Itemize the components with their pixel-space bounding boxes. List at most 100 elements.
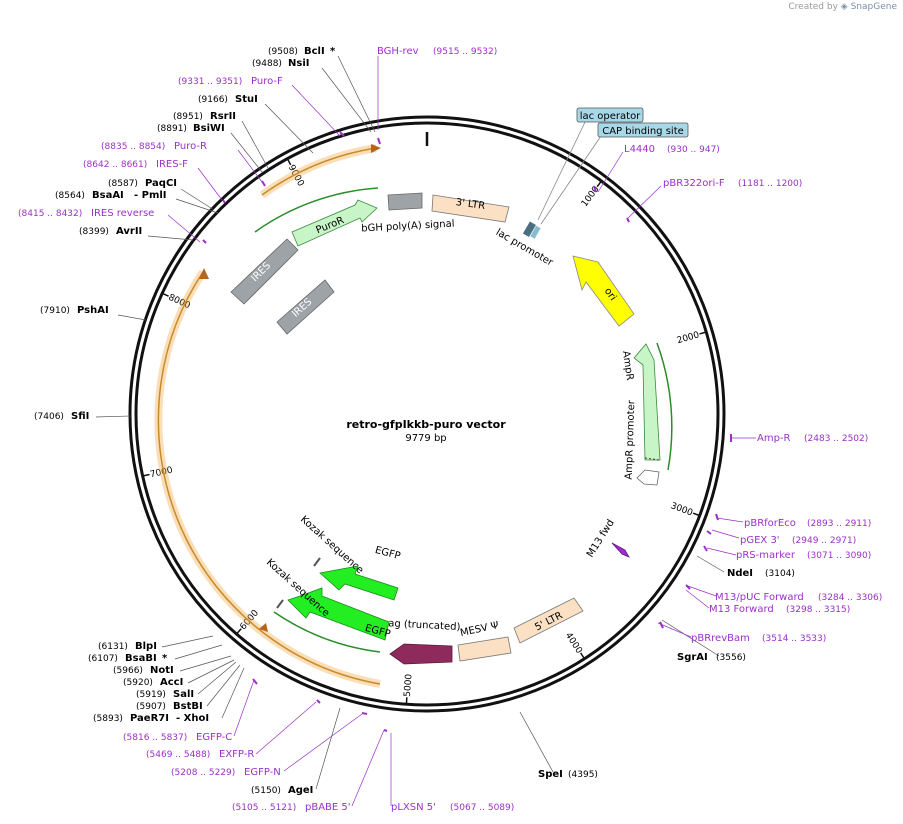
enzyme-bcli[interactable]: BclI	[304, 46, 325, 57]
primer-amp-r[interactable]: Amp-R	[757, 433, 791, 444]
enzyme-pmli[interactable]: - PmlI	[134, 190, 167, 201]
primer-prs-marker[interactable]: pRS-marker	[736, 550, 796, 561]
enzyme-sgrai-pos: (3556)	[716, 653, 746, 663]
feature-ires-inner[interactable]	[276, 279, 335, 335]
feature-3ltr[interactable]	[431, 194, 510, 223]
leader-lines	[95, 55, 725, 790]
enzyme-bstbi[interactable]: BstBI	[173, 701, 203, 712]
kozak-mark-outer	[276, 599, 284, 609]
feature-ires-outer[interactable]	[230, 238, 299, 305]
snapgene-logo-icon: ◈	[840, 2, 848, 12]
primer-l4440[interactable]: L4440	[624, 144, 655, 155]
feature-gag[interactable]	[389, 643, 453, 665]
enzyme-avrii-pos: (8399)	[79, 227, 109, 237]
tick-mark	[286, 158, 292, 166]
primer-bgh-rev[interactable]: BGH-rev	[377, 46, 419, 57]
primer-m13puc[interactable]: M13/pUC Forward	[715, 592, 804, 603]
enzyme-xhoi[interactable]: - XhoI	[176, 713, 209, 724]
label-ampr-promoter: AmpR promoter	[624, 399, 638, 480]
primer-m13forward[interactable]: M13 Forward	[709, 604, 774, 615]
label-bgh: bGH poly(A) signal	[361, 219, 455, 235]
enzyme-paqci-pos: (8587)	[108, 179, 138, 189]
cap-site-box[interactable]	[597, 122, 689, 138]
enzyme-bsiwi[interactable]: BsiWI	[193, 123, 225, 134]
tick-label: 4000	[563, 631, 584, 656]
label-ampr: AmpR	[620, 350, 635, 381]
kozak-mark-inner	[313, 557, 321, 567]
primer-plxsn5[interactable]: pLXSN 5'	[391, 802, 436, 813]
primer-puro-r[interactable]: Puro-R	[174, 141, 207, 152]
enzyme-sgrai[interactable]: SgrAI	[677, 652, 708, 663]
tick-mark	[142, 473, 150, 477]
primer-ires-f[interactable]: IRES-F	[156, 159, 188, 170]
enzyme-blpi[interactable]: BlpI	[135, 641, 157, 652]
feature-mesv[interactable]	[457, 636, 512, 662]
feature-ori[interactable]	[572, 255, 635, 327]
primer-m13puc-range: (3284 .. 3306)	[818, 593, 882, 603]
feature-ampr[interactable]	[633, 343, 661, 461]
tick-mark	[579, 652, 586, 660]
primer-exfp-r-range: (5469 .. 5488)	[146, 750, 210, 760]
tick-mark	[699, 331, 707, 335]
feature-egfp-outer[interactable]	[287, 587, 390, 641]
enzyme-bsaai[interactable]: BsaAI	[92, 190, 124, 201]
primer-ires-rev-range: (8415 .. 8432)	[18, 209, 82, 219]
primer-pbrrevbam[interactable]: pBRrevBam	[691, 633, 750, 644]
enzyme-bsabi-pos: (6107)	[88, 654, 118, 664]
feature-ampr-promoter[interactable]	[636, 469, 660, 486]
primer-puro-f-range: (9331 .. 9351)	[178, 77, 242, 87]
primer-puro-f[interactable]: Puro-F	[251, 76, 283, 87]
feature-m13fwd[interactable]	[611, 542, 630, 558]
primer-l4440-range: (930 .. 947)	[667, 145, 720, 155]
enzyme-bsabi[interactable]: BsaBI	[125, 653, 157, 664]
lac-operator-box[interactable]	[576, 107, 644, 123]
enzyme-noti[interactable]: NotI	[150, 665, 174, 676]
enzyme-stui[interactable]: StuI	[235, 94, 258, 105]
primer-pbr322ori-f[interactable]: pBR322ori-F	[663, 178, 725, 189]
enzyme-paer7i[interactable]: PaeR7I	[130, 713, 169, 724]
label-cap-site: CAP binding site	[602, 126, 684, 137]
tick-label: 1000	[580, 184, 602, 209]
enzyme-acci[interactable]: AccI	[160, 677, 183, 688]
primer-ires-rev[interactable]: IRES reverse	[91, 208, 154, 219]
enzyme-rsrii[interactable]: RsrII	[210, 111, 236, 122]
enzyme-labels: (9508) BclI * (9488) NsiI (9166) StuI (8…	[34, 46, 795, 796]
feature-egfp-inner[interactable]	[319, 565, 399, 601]
feature-puror[interactable]	[291, 199, 378, 247]
tick-label: 5000	[403, 673, 415, 697]
primer-bgh-rev-range: (9515 .. 9532)	[433, 47, 497, 57]
map-length: 9779 bp	[405, 433, 446, 444]
primer-pgex3[interactable]: pGEX 3'	[740, 535, 780, 546]
enzyme-sfii[interactable]: SfiI	[71, 411, 89, 422]
enzyme-nsii[interactable]: NsiI	[288, 58, 309, 69]
credit-prefix: Created by	[788, 2, 838, 12]
primer-pbrforeco[interactable]: pBRforEco	[744, 518, 796, 529]
primer-egfp-n[interactable]: EGFP-N	[244, 767, 281, 778]
features: 3' LTR bGH poly(A) signal PuroR IRES IRE…	[230, 192, 661, 665]
feature-bgh[interactable]	[387, 192, 423, 211]
primer-m13forward-range: (3298 .. 3315)	[786, 605, 850, 615]
enzyme-avrii[interactable]: AvrII	[116, 226, 142, 237]
enzyme-spei[interactable]: SpeI	[538, 769, 563, 780]
enzyme-ndei[interactable]: NdeI	[727, 568, 753, 579]
enzyme-bsabi-star: *	[162, 653, 168, 664]
label-kozak-inner: Kozak sequence	[298, 514, 365, 576]
enzyme-paer7i-pos: (5893)	[93, 714, 123, 724]
feature-lac-operator[interactable]	[530, 225, 541, 239]
primer-pbabe5[interactable]: pBABE 5'	[305, 802, 351, 813]
primer-pgex3-range: (2949 .. 2971)	[792, 536, 856, 546]
enzyme-sali[interactable]: SalI	[173, 689, 194, 700]
primer-pbrrevbam-range: (3514 .. 3533)	[762, 634, 826, 644]
tick-mark	[596, 180, 602, 188]
label-lac-operator: lac operator	[580, 111, 641, 122]
primer-exfp-r[interactable]: EXFP-R	[219, 749, 254, 760]
tick-mark	[161, 292, 169, 297]
enzyme-agei[interactable]: AgeI	[288, 785, 313, 796]
feature-lac-promoter[interactable]	[522, 221, 536, 238]
enzyme-paqci[interactable]: PaqCI	[145, 178, 177, 189]
enzyme-nsii-pos: (9488)	[252, 59, 282, 69]
feature-5ltr[interactable]	[513, 597, 584, 644]
enzyme-pshai[interactable]: PshAI	[77, 305, 109, 316]
primer-egfp-c[interactable]: EGFP-C	[196, 732, 232, 743]
